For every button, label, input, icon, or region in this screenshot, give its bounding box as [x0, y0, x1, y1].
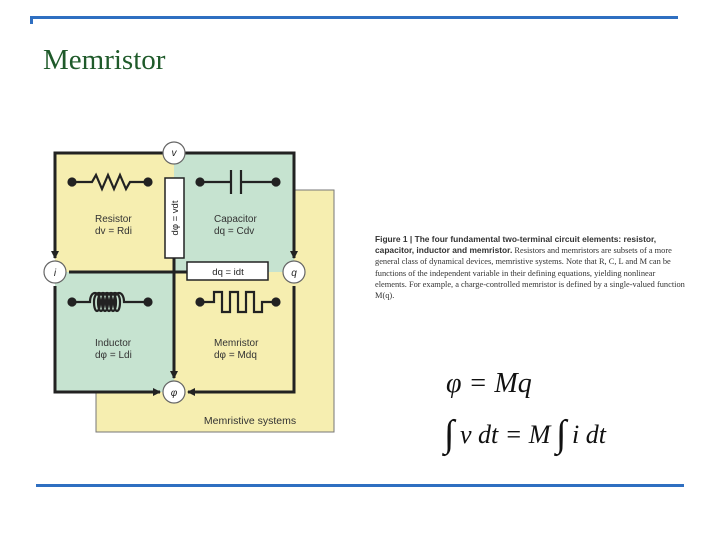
inductor-quadrant: [55, 272, 174, 392]
caption-heading: Figure 1 | The four fundamental two-term…: [375, 234, 657, 256]
equation-line-2-left: v dt = M: [460, 420, 551, 449]
equation-line-2: ∫ v dt = M ∫ i dt: [444, 412, 624, 460]
capacitor-quadrant: [174, 153, 294, 272]
node-q-label: q: [291, 268, 297, 279]
equation-line-1: φ = Mq: [446, 368, 532, 399]
memristor-relation: dφ = Mdq: [214, 350, 257, 361]
capacitor-icon: [195, 170, 281, 194]
capacitor-relation: dq = Cdv: [214, 226, 254, 237]
vertical-relation-box: [164, 177, 185, 259]
integral-symbol-1: ∫: [444, 413, 455, 455]
memristor-name: Memristor: [214, 338, 259, 349]
node-phi: [162, 380, 186, 404]
memristor-quadrant: [174, 272, 294, 392]
top-accent-rule: [30, 16, 678, 19]
slide-title: Memristor: [43, 44, 166, 76]
resistor-name: Resistor: [95, 214, 132, 225]
node-i-label: i: [54, 268, 57, 279]
caption-body: Resistors and memristors are subsets of …: [375, 246, 685, 301]
node-phi-label: φ: [171, 388, 178, 399]
inductor-relation: dφ = Ldi: [95, 350, 132, 361]
capacitor-name: Capacitor: [214, 214, 257, 225]
horizontal-relation-label: dq = idt: [212, 267, 244, 278]
node-v: [162, 141, 186, 165]
memristive-systems-label: Memristive systems: [204, 415, 296, 427]
horizontal-relation-box: [186, 261, 269, 281]
node-v-label: v: [172, 148, 178, 159]
memristor-icon: [195, 290, 281, 314]
top-accent-rule-tick: [30, 16, 33, 24]
bottom-accent-rule: [36, 484, 684, 487]
inductor-name: Inductor: [95, 338, 132, 349]
inductor-icon: [67, 291, 153, 313]
resistor-quadrant: [55, 153, 174, 272]
figure-caption: Figure 1 | The four fundamental two-term…: [375, 234, 687, 301]
node-i: [43, 260, 67, 284]
resistor-icon: [67, 172, 153, 192]
equation-line-2-right: i dt: [572, 420, 606, 449]
resistor-relation: dv = Rdi: [95, 226, 132, 237]
node-q: [282, 260, 306, 284]
vertical-relation-label: dφ = vdt: [170, 200, 181, 235]
integral-symbol-2: ∫: [556, 413, 567, 455]
